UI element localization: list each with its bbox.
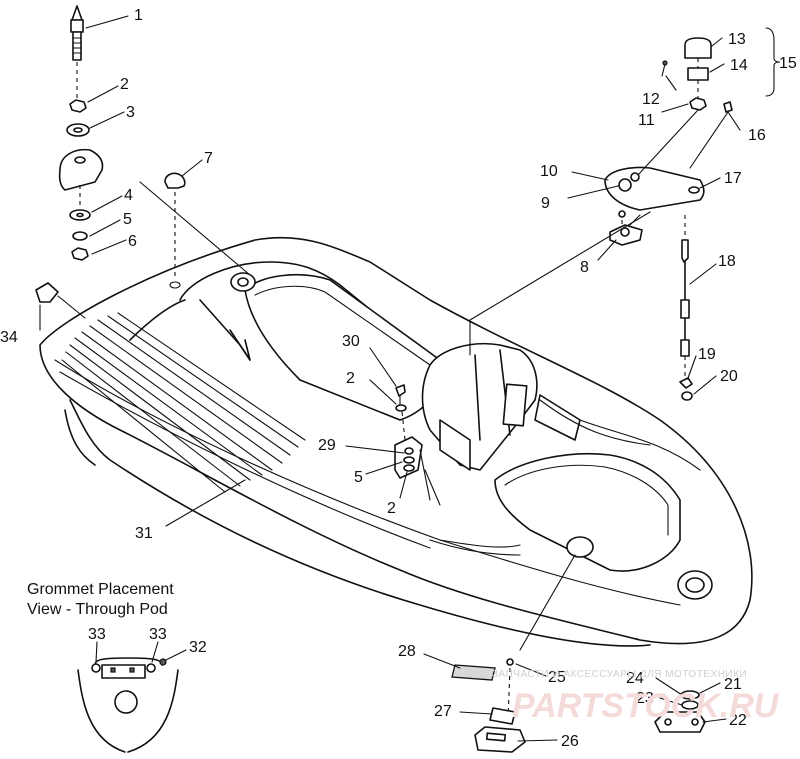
tray-assembly xyxy=(451,554,576,753)
leader-lines xyxy=(39,15,781,742)
grommet-7 xyxy=(164,172,186,289)
part-34 xyxy=(35,282,86,319)
inset-caption-line1: Grommet Placement xyxy=(27,581,174,598)
callout-18: 18 xyxy=(718,253,736,270)
deck-ridges xyxy=(61,312,306,493)
callout-27: 27 xyxy=(434,703,452,720)
callout-8: 8 xyxy=(580,259,589,276)
callout-26: 26 xyxy=(561,733,579,750)
grommet-inset xyxy=(77,657,179,753)
callout-9: 9 xyxy=(541,195,550,212)
fastener-stack-left xyxy=(58,5,104,261)
callout-23: 23 xyxy=(636,690,654,707)
callout-3: 3 xyxy=(126,104,135,121)
callout-12: 12 xyxy=(642,91,660,108)
callout-2-mid: 2 xyxy=(346,370,355,387)
callout-25: 25 xyxy=(548,669,566,686)
callout-2-low: 2 xyxy=(387,500,396,517)
callout-5-mid: 5 xyxy=(354,469,363,486)
callout-30: 30 xyxy=(342,333,360,350)
callout-13: 13 xyxy=(728,31,746,48)
callout-11: 11 xyxy=(638,112,655,129)
callout-4: 4 xyxy=(124,187,133,204)
callout-24: 24 xyxy=(626,670,644,687)
callout-2-top: 2 xyxy=(120,76,129,93)
callout-16: 16 xyxy=(748,127,766,144)
callout-22: 22 xyxy=(729,712,747,729)
callout-33-left: 33 xyxy=(88,626,106,643)
callout-10: 10 xyxy=(540,163,558,180)
cable-18 xyxy=(679,215,693,401)
callout-20: 20 xyxy=(720,368,738,385)
callout-17: 17 xyxy=(724,170,742,187)
callout-6: 6 xyxy=(128,233,137,250)
callout-33-right: 33 xyxy=(149,626,167,643)
callout-5-top: 5 xyxy=(123,211,132,228)
callout-21: 21 xyxy=(724,676,742,693)
callout-1: 1 xyxy=(134,7,143,24)
callout-7: 7 xyxy=(204,150,213,167)
callout-28: 28 xyxy=(398,643,416,660)
callout-34: 34 xyxy=(0,329,18,346)
inset-caption-line2: View - Through Pod xyxy=(27,601,168,618)
callout-19: 19 xyxy=(698,346,716,363)
callout-15: 15 xyxy=(779,55,797,72)
callout-labels: 1 2 3 4 5 6 7 8 9 10 11 12 13 14 15 16 1… xyxy=(0,7,797,750)
watermark-logo: PARTSTOCK.RU xyxy=(512,687,780,725)
callout-32: 32 xyxy=(189,639,207,656)
callout-14: 14 xyxy=(730,57,748,74)
callout-29: 29 xyxy=(318,437,336,454)
fastener-stack-center xyxy=(394,384,441,506)
steering-pod xyxy=(421,342,581,471)
watermark-subtitle: ЗАПЧАСТИ И АКСЕССУАРЫ ДЛЯ МОТОТЕХНИКИ xyxy=(492,669,747,680)
hood-body xyxy=(39,236,753,647)
mirror-bracket-assembly xyxy=(604,37,741,246)
callout-31: 31 xyxy=(135,525,153,542)
